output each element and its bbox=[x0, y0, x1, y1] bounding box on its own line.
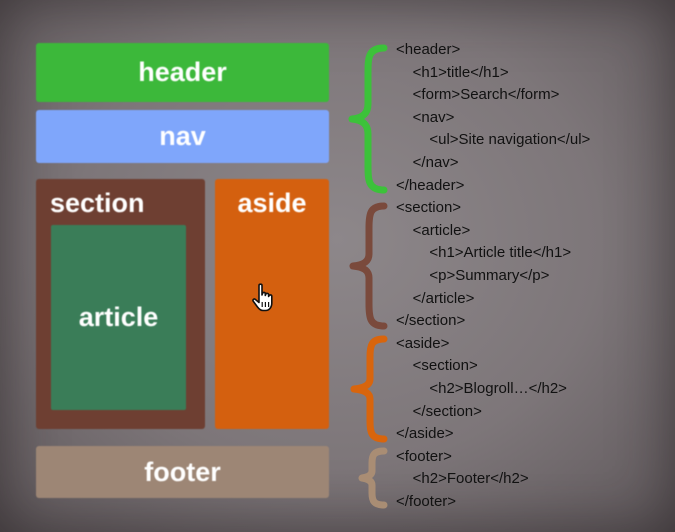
aside-brace bbox=[350, 335, 388, 443]
code-line: <h1>Article title</h1> bbox=[396, 244, 572, 262]
code-line: <form>Search</form> bbox=[396, 86, 560, 104]
code-line: <section> bbox=[396, 357, 478, 375]
code-line: <article> bbox=[396, 221, 471, 239]
section-block: section article bbox=[36, 179, 205, 429]
section-brace bbox=[349, 202, 388, 330]
code-line: <aside> bbox=[396, 334, 450, 352]
code-line: </article> bbox=[396, 289, 475, 307]
aside-block: aside bbox=[215, 179, 329, 429]
section-block-label: section bbox=[50, 188, 145, 218]
article-block-label: article bbox=[78, 302, 159, 332]
code-line: <nav> bbox=[396, 108, 455, 126]
html-code-listing: <header> <h1>title</h1> <form>Search</fo… bbox=[396, 39, 590, 513]
code-line: </footer> bbox=[396, 492, 457, 510]
code-line: <ul>Site navigation</ul> bbox=[396, 131, 591, 149]
header-block: header bbox=[36, 43, 329, 102]
footer-brace bbox=[358, 447, 388, 509]
code-line: </section> bbox=[396, 402, 482, 420]
code-line: <p>Summary</p> bbox=[396, 266, 550, 284]
code-line: <footer> bbox=[396, 447, 452, 465]
code-line: </header> bbox=[396, 176, 465, 194]
footer-block-label: footer bbox=[144, 456, 221, 487]
code-line: <section> bbox=[396, 199, 462, 217]
code-line: <h2>Blogroll…</h2> bbox=[396, 379, 567, 397]
code-line: <header> bbox=[396, 41, 461, 58]
code-line: <h2>Footer</h2> bbox=[396, 470, 529, 488]
header-block-label: header bbox=[138, 57, 227, 87]
header-brace bbox=[348, 44, 388, 194]
nav-block-label: nav bbox=[159, 121, 206, 151]
hand-pointer-icon bbox=[252, 283, 273, 312]
code-line: </aside> bbox=[396, 425, 454, 443]
code-line: </nav> bbox=[396, 153, 459, 171]
code-line: <h1>title</h1> bbox=[396, 63, 509, 81]
aside-block-label: aside bbox=[237, 188, 307, 218]
article-block: article bbox=[51, 225, 186, 410]
footer-block: footer bbox=[36, 446, 329, 498]
nav-block: nav bbox=[36, 110, 329, 163]
code-line: </section> bbox=[396, 312, 466, 330]
